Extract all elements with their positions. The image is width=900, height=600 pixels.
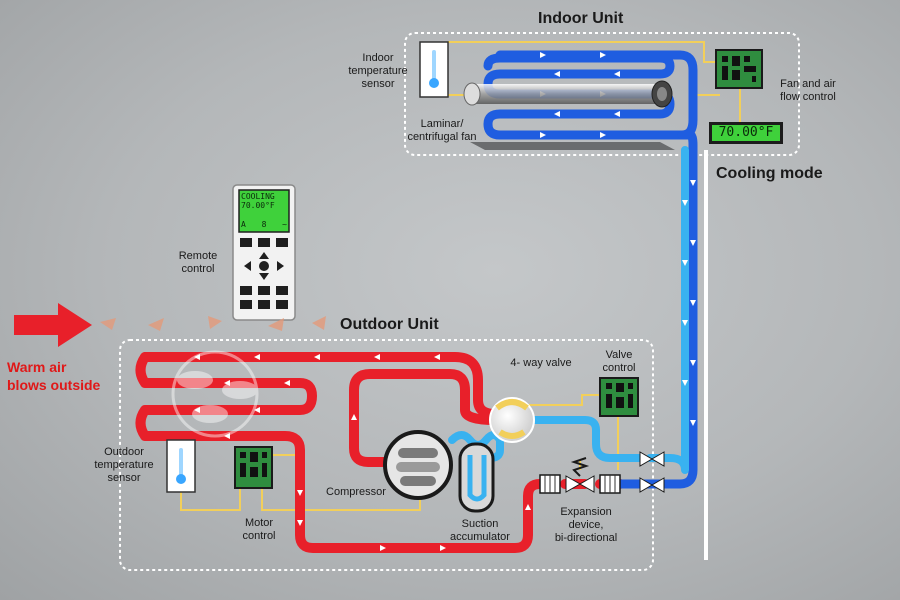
fan-air-flow-control-label: Fan and air flow control — [780, 78, 836, 103]
four-way-valve-device — [489, 397, 535, 443]
remote-screen-speed: 8 — [261, 220, 267, 229]
expansion-device-assembly — [539, 457, 621, 494]
indoor-temperature-sensor-label: Indoor temperature sensor — [348, 52, 408, 90]
check-valves — [639, 451, 665, 493]
indoor-unit-outline — [404, 32, 800, 156]
motor-control-label: Motor control — [242, 517, 276, 542]
warm-air-label: Warm air blows outside — [7, 359, 101, 393]
warm-air-flow-arrows — [100, 316, 326, 331]
remote-control-device — [232, 184, 296, 321]
remote-screen-line2: 70.00°F — [241, 201, 275, 210]
valve-control-label: Valve control — [602, 349, 636, 374]
remote-screen-line1: COOLING — [241, 192, 275, 201]
outdoor-temperature-sensor-device — [166, 439, 196, 493]
cool-liquid-lines — [448, 146, 689, 499]
motor-control-board — [234, 446, 273, 489]
compressor-label: Compressor — [326, 486, 386, 498]
remote-screen-swing: ~ — [282, 220, 287, 229]
suction-accumulator-label: Suction accumulator — [450, 518, 510, 543]
indoor-temperature-sensor-device — [419, 41, 449, 98]
indoor-unit-title: Indoor Unit — [538, 10, 624, 27]
fan-control-board — [715, 49, 763, 89]
outdoor-fan — [171, 350, 259, 438]
remote-screen-mode: A — [241, 220, 246, 229]
centrifugal-fan — [463, 80, 673, 108]
suction-accumulator-device — [458, 442, 495, 513]
outdoor-unit-title: Outdoor Unit — [340, 316, 439, 333]
thermostat-display — [709, 122, 783, 144]
valve-control-board — [599, 377, 639, 417]
compressor-device — [383, 430, 453, 500]
four-way-valve-label: 4- way valve — [510, 357, 572, 369]
outdoor-temperature-sensor-label: Outdoor temperature sensor — [94, 446, 154, 484]
cooling-mode-title: Cooling mode — [716, 165, 823, 182]
remote-screen: COOLING 70.00°F A 8 ~ — [241, 192, 287, 229]
thermostat-display-text: 70.00°F — [718, 125, 774, 140]
remote-control-label: Remote control — [178, 250, 218, 275]
outdoor-unit-outline — [119, 339, 654, 571]
fan-label: Laminar/ centrifugal fan — [407, 118, 477, 143]
warm-air-arrow — [14, 303, 92, 347]
indoor-coil-base — [470, 142, 675, 150]
expansion-device-label: Expansion device, bi-directional — [554, 506, 618, 544]
